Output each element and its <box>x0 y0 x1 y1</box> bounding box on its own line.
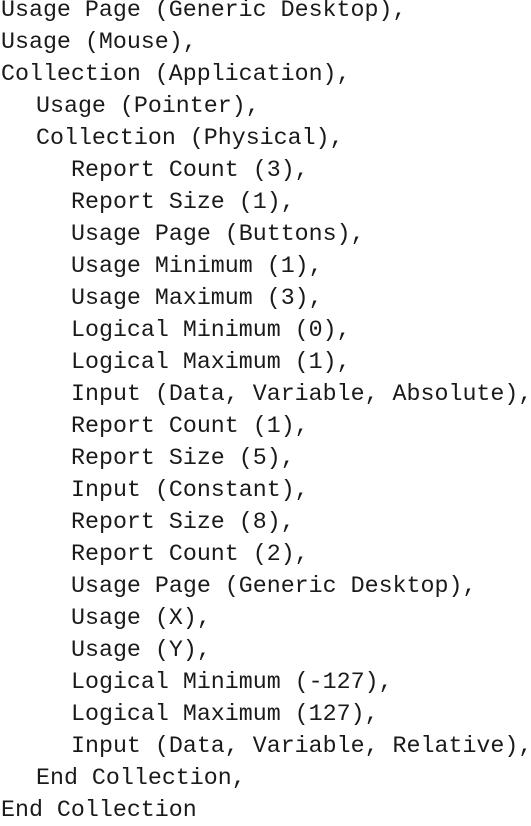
code-line: Input (Data, Variable, Absolute), <box>71 381 531 407</box>
code-line: Usage Page (Generic Desktop), <box>1 0 407 23</box>
code-line: Logical Minimum (-127), <box>71 669 393 695</box>
code-line: Report Size (8), <box>71 509 295 535</box>
code-line: Report Size (5), <box>71 445 295 471</box>
code-line: Logical Maximum (1), <box>71 349 351 375</box>
code-line: Logical Maximum (127), <box>71 701 379 727</box>
code-line: Logical Minimum (0), <box>71 317 351 343</box>
code-line: Collection (Application), <box>1 61 351 87</box>
code-line: Collection (Physical), <box>36 125 344 151</box>
code-line: Usage Minimum (1), <box>71 253 323 279</box>
code-line: Usage Page (Buttons), <box>71 221 365 247</box>
code-line: Usage Page (Generic Desktop), <box>71 573 477 599</box>
code-line: Usage (Y), <box>71 637 211 663</box>
code-line: Usage (Pointer), <box>36 93 260 119</box>
code-line: Input (Constant), <box>71 477 309 503</box>
code-line: Report Count (1), <box>71 413 309 439</box>
code-line: End Collection <box>1 797 197 823</box>
code-line: Usage Maximum (3), <box>71 285 323 311</box>
code-line: Usage (Mouse), <box>1 29 197 55</box>
code-line: Input (Data, Variable, Relative), <box>71 733 531 759</box>
code-line: Usage (X), <box>71 605 211 631</box>
code-line: Report Count (2), <box>71 541 309 567</box>
code-line: End Collection, <box>36 765 246 791</box>
code-line: Report Size (1), <box>71 189 295 215</box>
code-line: Report Count (3), <box>71 157 309 183</box>
